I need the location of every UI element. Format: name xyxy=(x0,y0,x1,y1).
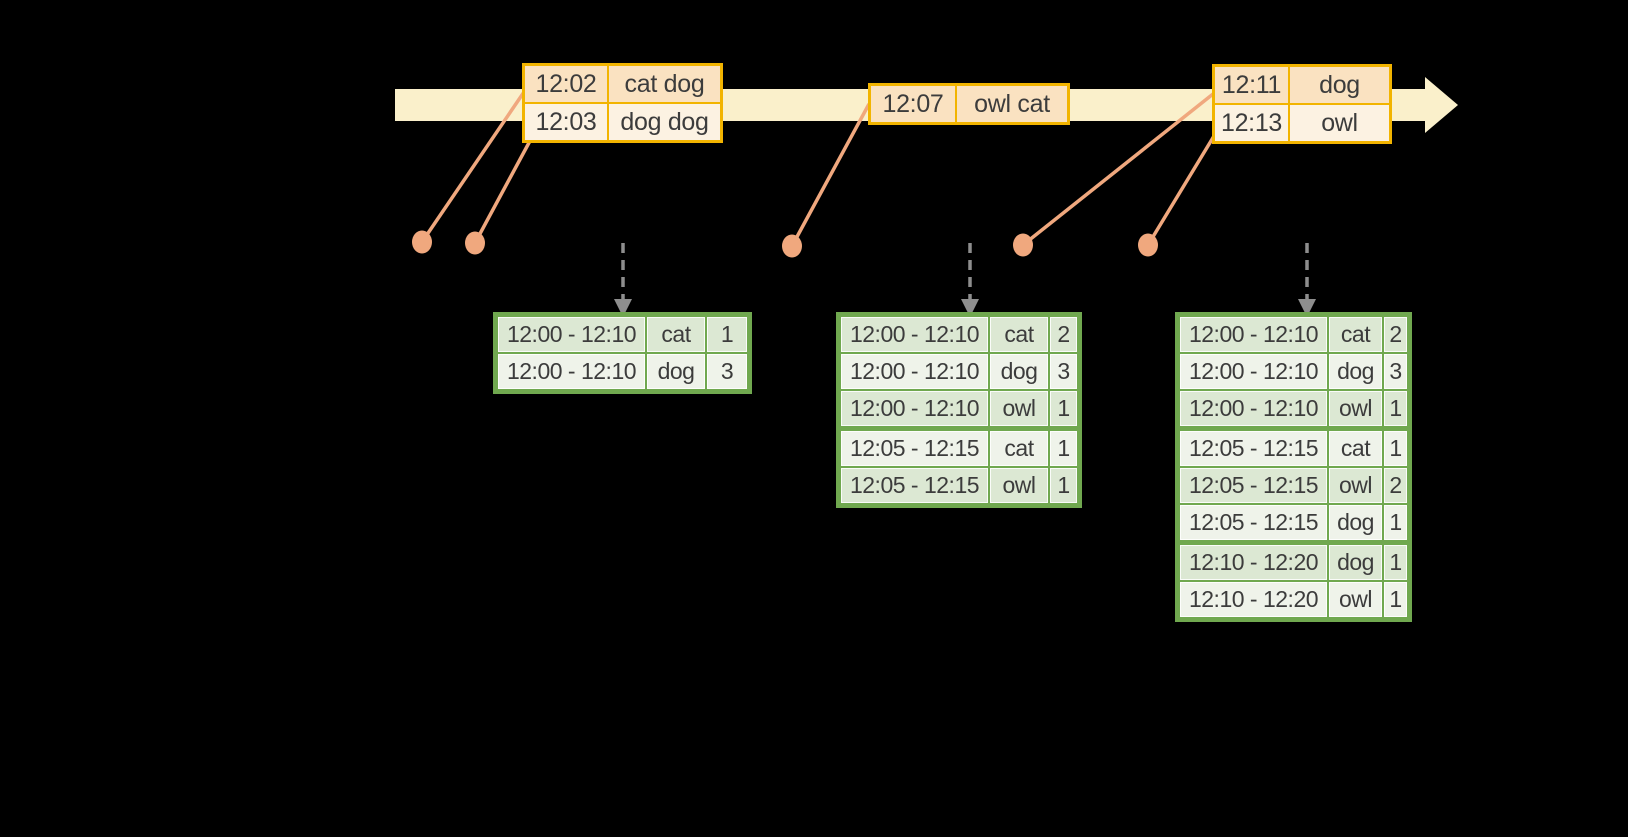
result-count-cell: 1 xyxy=(1384,391,1407,426)
event-row: 12:02 cat dog xyxy=(525,66,720,102)
result-table: 12:00 - 12:10 cat 1 12:00 - 12:10 dog 3 xyxy=(493,312,752,394)
event-row: 12:13 owl xyxy=(1215,105,1389,141)
result-word-cell: cat xyxy=(990,317,1048,352)
result-word-cell: dog xyxy=(1329,505,1382,540)
event-time-cell: 12:07 xyxy=(871,86,955,122)
result-count-cell: 1 xyxy=(1384,431,1407,466)
result-word-cell: owl xyxy=(1329,582,1382,617)
result-word-cell: owl xyxy=(1329,468,1382,503)
result-count-cell: 1 xyxy=(1384,582,1407,617)
event-row: 12:03 dog dog xyxy=(525,104,720,140)
result-row: 12:05 - 12:15 cat 1 xyxy=(1180,431,1407,466)
result-window-cell: 12:05 - 12:15 xyxy=(1180,468,1327,503)
result-window-cell: 12:10 - 12:20 xyxy=(1180,582,1327,617)
timeline-arrowhead-icon xyxy=(1425,77,1458,133)
result-window-cell: 12:05 - 12:15 xyxy=(1180,505,1327,540)
event-words-cell: owl cat xyxy=(957,86,1067,122)
result-count-cell: 2 xyxy=(1384,468,1407,503)
result-row: 12:05 - 12:15 dog 1 xyxy=(1180,505,1407,540)
result-count-cell: 3 xyxy=(1384,354,1407,389)
result-window-cell: 12:10 - 12:20 xyxy=(1180,545,1327,580)
result-word-cell: owl xyxy=(1329,391,1382,426)
result-row: 12:00 - 12:10 cat 1 xyxy=(498,317,747,352)
result-count-cell: 1 xyxy=(1050,391,1077,426)
event-words-cell: dog xyxy=(1290,67,1389,103)
event-words-cell: cat dog xyxy=(609,66,720,102)
result-word-cell: cat xyxy=(1329,317,1382,352)
result-table: 12:00 - 12:10 cat 2 12:00 - 12:10 dog 3 … xyxy=(836,312,1082,508)
result-window-cell: 12:00 - 12:10 xyxy=(1180,317,1327,352)
event-row: 12:07 owl cat xyxy=(871,86,1067,122)
event-time-cell: 12:13 xyxy=(1215,105,1288,141)
result-row: 12:05 - 12:15 owl 1 xyxy=(841,468,1077,503)
event-words-cell: dog dog xyxy=(609,104,720,140)
result-count-cell: 1 xyxy=(1050,431,1077,466)
result-window-cell: 12:05 - 12:15 xyxy=(841,431,988,466)
event-time-cell: 12:11 xyxy=(1215,67,1288,103)
result-window-cell: 12:00 - 12:10 xyxy=(498,317,645,352)
event-row: 12:11 dog xyxy=(1215,67,1389,103)
result-word-cell: dog xyxy=(1329,354,1382,389)
result-word-cell: cat xyxy=(990,431,1048,466)
event-time-cell: 12:03 xyxy=(525,104,607,140)
event-table: 12:02 cat dog 12:03 dog dog xyxy=(522,63,723,143)
event-table: 12:11 dog 12:13 owl xyxy=(1212,64,1392,144)
result-window-cell: 12:00 - 12:10 xyxy=(841,354,988,389)
result-row: 12:05 - 12:15 cat 1 xyxy=(841,431,1077,466)
result-word-cell: cat xyxy=(1329,431,1382,466)
result-count-cell: 2 xyxy=(1050,317,1077,352)
result-window-cell: 12:00 - 12:10 xyxy=(1180,354,1327,389)
result-count-cell: 3 xyxy=(1050,354,1077,389)
event-dot xyxy=(1013,233,1033,257)
result-table: 12:00 - 12:10 cat 2 12:00 - 12:10 dog 3 … xyxy=(1175,312,1412,622)
result-count-cell: 1 xyxy=(707,317,747,352)
result-word-cell: dog xyxy=(990,354,1048,389)
event-time-cell: 12:02 xyxy=(525,66,607,102)
result-row: 12:00 - 12:10 owl 1 xyxy=(1180,391,1407,426)
event-table: 12:07 owl cat xyxy=(868,83,1070,125)
result-row: 12:00 - 12:10 dog 3 xyxy=(1180,354,1407,389)
result-word-cell: cat xyxy=(647,317,705,352)
result-row: 12:00 - 12:10 dog 3 xyxy=(498,354,747,389)
result-row: 12:00 - 12:10 dog 3 xyxy=(841,354,1077,389)
event-connector-line xyxy=(790,103,871,247)
result-row: 12:00 - 12:10 cat 2 xyxy=(1180,317,1407,352)
event-dot xyxy=(465,231,485,255)
result-word-cell: dog xyxy=(647,354,705,389)
result-word-cell: dog xyxy=(1329,545,1382,580)
result-window-cell: 12:00 - 12:10 xyxy=(841,317,988,352)
result-row: 12:00 - 12:10 cat 2 xyxy=(841,317,1077,352)
result-word-cell: owl xyxy=(990,391,1048,426)
result-window-cell: 12:00 - 12:10 xyxy=(498,354,645,389)
result-window-cell: 12:05 - 12:15 xyxy=(841,468,988,503)
result-window-cell: 12:00 - 12:10 xyxy=(841,391,988,426)
result-row: 12:00 - 12:10 owl 1 xyxy=(841,391,1077,426)
event-dot xyxy=(782,234,802,258)
result-word-cell: owl xyxy=(990,468,1048,503)
result-window-cell: 12:05 - 12:15 xyxy=(1180,431,1327,466)
result-row: 12:10 - 12:20 owl 1 xyxy=(1180,582,1407,617)
result-count-cell: 2 xyxy=(1384,317,1407,352)
event-words-cell: owl xyxy=(1290,105,1389,141)
event-dot xyxy=(412,230,432,254)
event-connector-line xyxy=(473,138,533,244)
result-count-cell: 1 xyxy=(1384,545,1407,580)
result-window-cell: 12:00 - 12:10 xyxy=(1180,391,1327,426)
result-count-cell: 1 xyxy=(1050,468,1077,503)
result-count-cell: 1 xyxy=(1384,505,1407,540)
result-row: 12:10 - 12:20 dog 1 xyxy=(1180,545,1407,580)
result-count-cell: 3 xyxy=(707,354,747,389)
event-dot xyxy=(1138,233,1158,257)
event-connector-line xyxy=(1146,135,1216,246)
result-row: 12:05 - 12:15 owl 2 xyxy=(1180,468,1407,503)
